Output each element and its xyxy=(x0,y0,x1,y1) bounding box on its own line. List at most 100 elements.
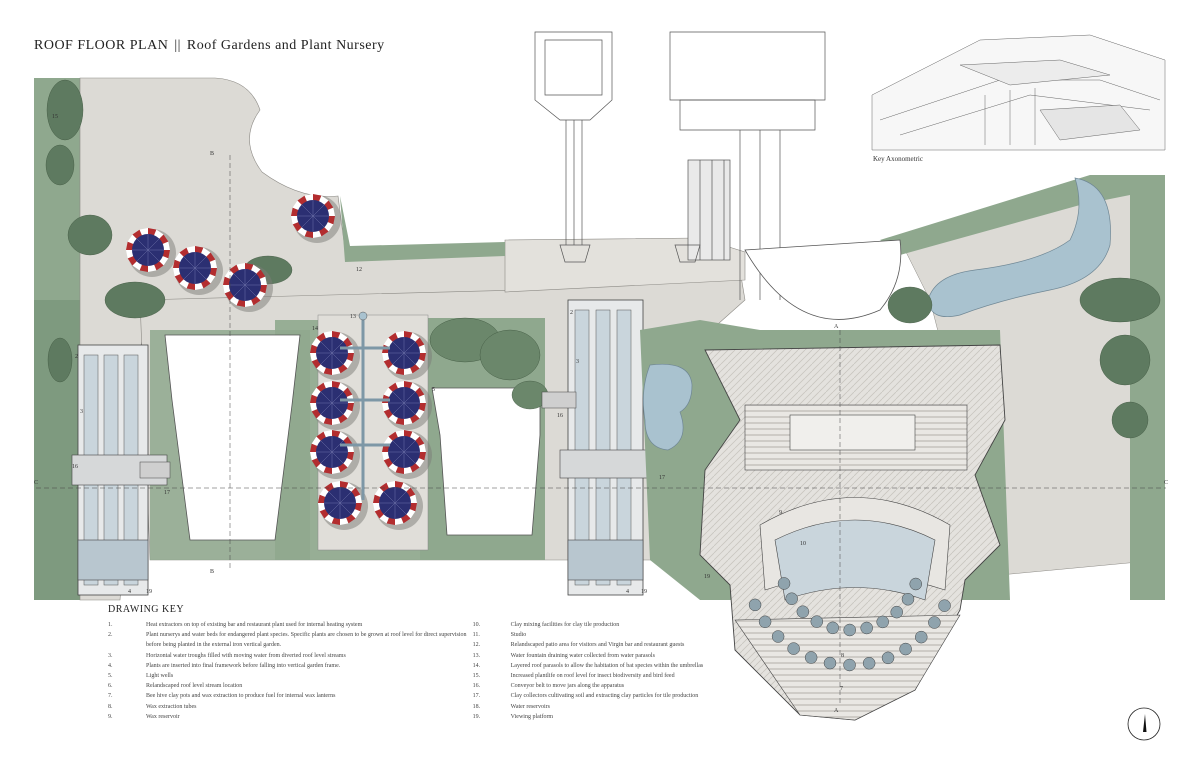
key-item: 3.Horizontal water troughs filled with m… xyxy=(108,651,473,661)
key-item-text: Clay collectors cultivating soil and ext… xyxy=(510,693,699,700)
label-10: 10 xyxy=(800,541,806,547)
key-item-text: Studio xyxy=(510,632,527,639)
key-item-number: 18. xyxy=(472,703,481,710)
key-item-text: Plant nurserys and water beds for endang… xyxy=(146,632,467,649)
tree-cluster-center xyxy=(429,317,549,410)
key-item: 17. Clay collectors cultivating soil and … xyxy=(473,691,788,701)
key-item-number: 10. xyxy=(472,622,481,628)
drawing-title: ROOF FLOOR PLAN || Roof Gardens and Plant … xyxy=(34,38,385,54)
key-item: 11.Studio xyxy=(473,630,788,640)
key-item-text: Light wells xyxy=(146,673,174,680)
key-item: 5. Light wells xyxy=(108,671,473,681)
wax-reservoir-ring xyxy=(774,519,936,601)
label-4-left: 4 xyxy=(128,589,131,595)
key-item-number: 13. xyxy=(472,652,481,659)
key-item: 4. Plants are inserted into final framewo… xyxy=(108,661,473,671)
tower-elevation-left xyxy=(534,31,613,263)
key-item: 10. Clay mixing facilities for clay tile … xyxy=(473,620,788,630)
key-item-number: 1. xyxy=(108,622,113,628)
bee-hive-pot xyxy=(796,605,810,618)
title-main: ROOF FLOOR PLAN xyxy=(34,38,169,53)
bee-hive-pot xyxy=(890,605,903,619)
tree-cluster-right xyxy=(887,277,1161,439)
bee-hive-pot xyxy=(901,592,915,606)
label-8: 8 xyxy=(841,653,844,659)
label-12: 12 xyxy=(356,267,362,273)
curved-courtyard xyxy=(744,239,902,320)
bee-hive-pot xyxy=(876,615,889,629)
label-7: 7 xyxy=(840,686,843,692)
bee-hive-pot xyxy=(777,577,791,590)
bridge-deck xyxy=(504,237,746,293)
key-item-number: 14. xyxy=(472,662,481,669)
key-item-text: Wax reservoir xyxy=(146,713,180,720)
drawing-key-column-left: 1.Heat extractors on top of existing bar… xyxy=(108,620,473,722)
parasol-icon xyxy=(173,246,223,295)
key-item-text: Water reservoirs xyxy=(510,703,550,710)
studio xyxy=(789,414,916,451)
key-item-text: Plants are inserted into final framework… xyxy=(146,662,341,669)
label-section-b-bottom: B xyxy=(210,569,214,575)
key-item: 13.Water fountain draining water collect… xyxy=(473,651,788,661)
key-item: 6.Relandscaped roof level stream locatio… xyxy=(108,681,473,691)
key-item-number: 4. xyxy=(108,662,113,669)
label-15: 15 xyxy=(52,114,58,120)
title-sub: Roof Gardens and Plant Nursery xyxy=(186,38,385,53)
key-item-number: 5. xyxy=(108,673,113,680)
label-16-right: 16 xyxy=(557,413,563,419)
label-13: 13 xyxy=(350,314,356,320)
parasols xyxy=(126,194,432,530)
parasol-icon xyxy=(223,263,273,312)
key-item-number: 19. xyxy=(472,713,481,720)
key-item-number: 17. xyxy=(472,693,481,700)
key-item: 14.Layered roof parasols to allow the ha… xyxy=(473,661,788,671)
bee-hive-pot xyxy=(862,656,876,670)
water-fountain-channel xyxy=(340,318,390,500)
bee-hive-pot xyxy=(843,623,856,637)
nursery-apparatus-left xyxy=(71,344,171,596)
label-9: 9 xyxy=(779,510,782,516)
parasol-icon xyxy=(373,481,423,530)
key-item-number: 2. xyxy=(108,632,113,639)
label-19-right: 19 xyxy=(704,574,710,580)
key-item: 19.Viewing platform xyxy=(473,712,788,722)
fountain-head xyxy=(358,311,368,321)
key-item-text: Clay mixing facilities for clay tile pro… xyxy=(510,622,620,628)
parasol-icon xyxy=(382,331,432,380)
parasol-icon xyxy=(291,194,341,243)
bee-hive-pot xyxy=(860,621,873,635)
title-separator: || xyxy=(174,38,181,53)
right-green-edge xyxy=(880,175,1165,600)
key-item-number: 3. xyxy=(108,652,113,659)
key-item: 16.Conveyor belt to move jars along the … xyxy=(473,681,788,691)
key-item: 7.Bee hive clay pots and wax extraction … xyxy=(108,691,473,701)
north-arrow-icon xyxy=(1127,707,1161,741)
key-item: 12.Relandscaped patio area for visitors … xyxy=(473,640,788,650)
section-lines xyxy=(36,155,1166,705)
bee-hive-pot xyxy=(810,615,824,628)
parasol-icon xyxy=(126,228,176,277)
label-section-b-top: B xyxy=(210,151,214,157)
parasol-icon xyxy=(310,381,360,430)
label-4-right: 4 xyxy=(626,589,629,595)
label-17-left: 17 xyxy=(164,490,170,496)
plan-labels: 15 2 3 16 17 4 19 12 13 14 5 2 3 16 17 4… xyxy=(34,114,1168,714)
light-well-right xyxy=(431,387,541,536)
drawing-key-heading: DRAWING KEY xyxy=(108,604,185,615)
label-16-left: 16 xyxy=(72,464,78,470)
bee-hive-pot xyxy=(914,630,928,644)
upper-green-strip xyxy=(340,196,505,262)
key-item: 8.Wax extraction tubes xyxy=(108,702,473,712)
label-section-a-bottom: A xyxy=(834,708,839,714)
key-item-text: Conveyor belt to move jars along the app… xyxy=(510,683,625,690)
drawing-key: DRAWING KEY 1.Heat extractors on top of … xyxy=(108,604,788,722)
parasol-icon xyxy=(310,430,360,479)
key-item-number: 12. xyxy=(472,642,481,649)
key-item: 9.Wax reservoir xyxy=(108,712,473,722)
bee-hive-pot xyxy=(823,656,837,670)
key-item-number: 15. xyxy=(472,673,481,680)
label-3-right: 3 xyxy=(576,359,579,365)
bee-hive-pot xyxy=(771,630,785,643)
